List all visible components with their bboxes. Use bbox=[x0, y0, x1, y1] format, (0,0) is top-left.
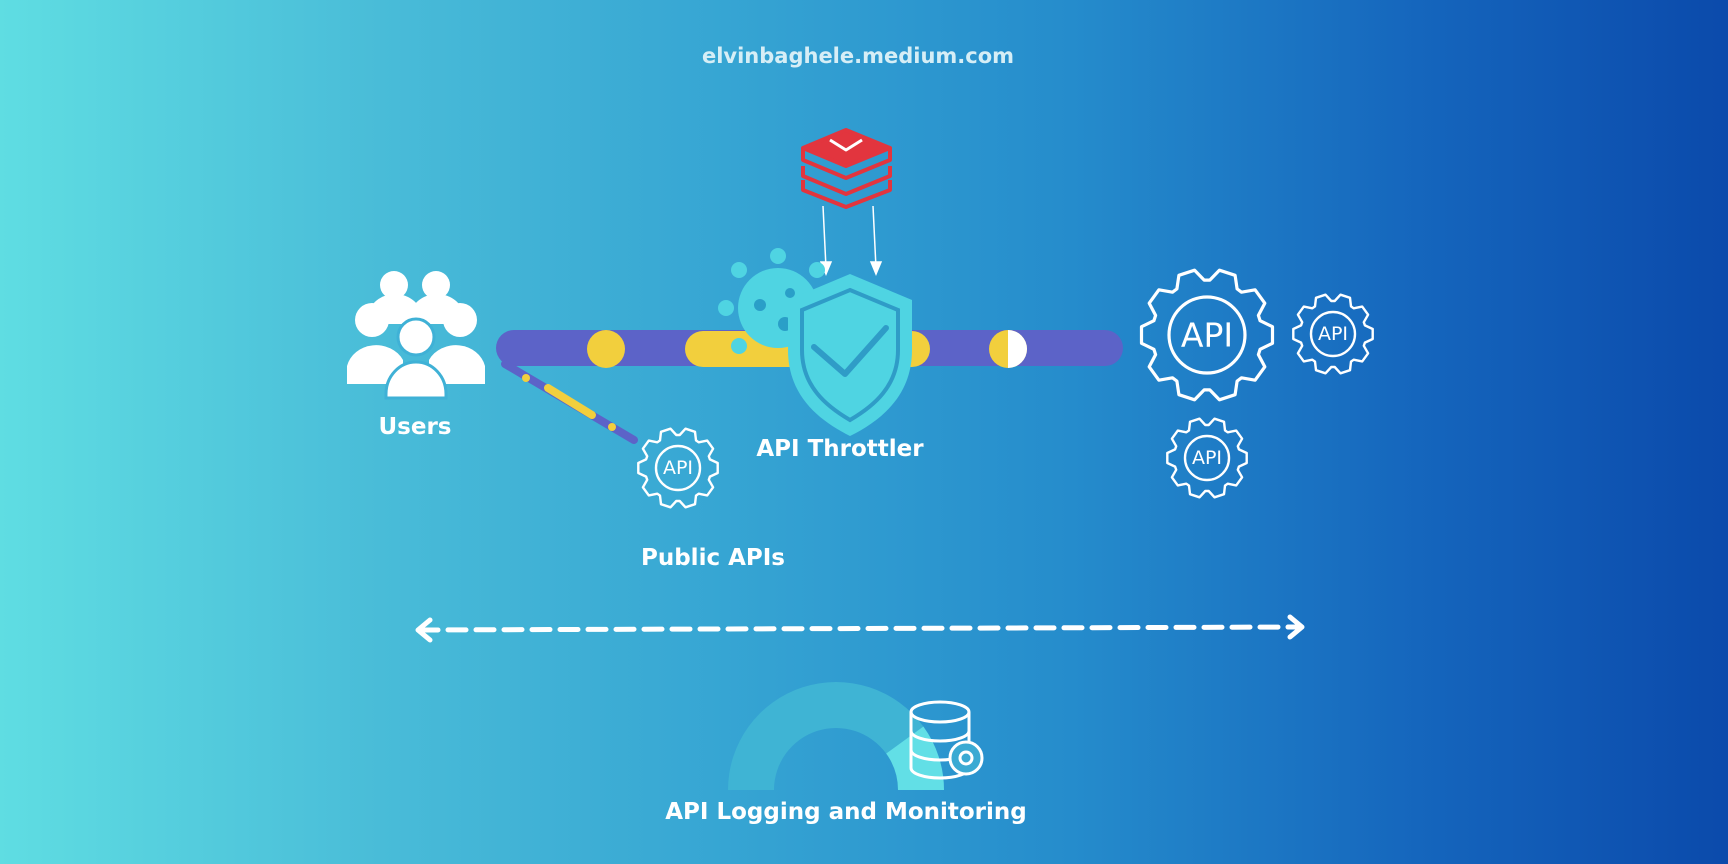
api-gear-icon: API API API API bbox=[637, 268, 1374, 509]
gear-hub bbox=[1167, 295, 1247, 375]
public-api-branch bbox=[501, 360, 638, 444]
throttler-label: API Throttler bbox=[756, 436, 924, 462]
site-url: elvinbaghele.medium.com bbox=[701, 44, 1015, 68]
half-request-token bbox=[989, 330, 1027, 368]
shield-check-icon bbox=[788, 274, 912, 436]
users-icon bbox=[347, 271, 485, 400]
gauge-fill bbox=[886, 726, 944, 790]
api-gear-public: API bbox=[637, 427, 719, 509]
api-gear-label: API bbox=[1192, 447, 1222, 469]
gear-outline bbox=[1139, 268, 1275, 402]
gear-outline bbox=[1292, 293, 1374, 375]
cache-to-throttler-arrows bbox=[819, 205, 883, 276]
gear-hub bbox=[654, 444, 702, 492]
api-gear-bottom: API bbox=[1166, 417, 1248, 499]
virus-icon bbox=[718, 248, 838, 354]
api-gear-label: API bbox=[1318, 323, 1348, 345]
request-token bbox=[587, 330, 625, 368]
gauge-track bbox=[728, 681, 924, 790]
monitoring-gauge bbox=[728, 681, 944, 790]
gear-outline bbox=[637, 427, 719, 509]
api-gear-right: API bbox=[1292, 293, 1374, 375]
api-gear-large: API bbox=[1139, 268, 1275, 402]
redis-cache-icon bbox=[801, 128, 892, 209]
public-apis-label: Public APIs bbox=[640, 545, 786, 571]
gear-hub bbox=[1309, 310, 1357, 358]
logging-monitoring-label: API Logging and Monitoring bbox=[665, 799, 1027, 825]
database-gear-icon bbox=[909, 700, 984, 780]
bidirectional-arrow-icon bbox=[415, 614, 1305, 643]
gear-hub bbox=[1183, 434, 1231, 482]
gear-outline bbox=[1166, 417, 1248, 499]
api-gear-label: API bbox=[1181, 316, 1233, 355]
api-gear-label: API bbox=[663, 457, 693, 479]
users-label: Users bbox=[378, 414, 452, 440]
